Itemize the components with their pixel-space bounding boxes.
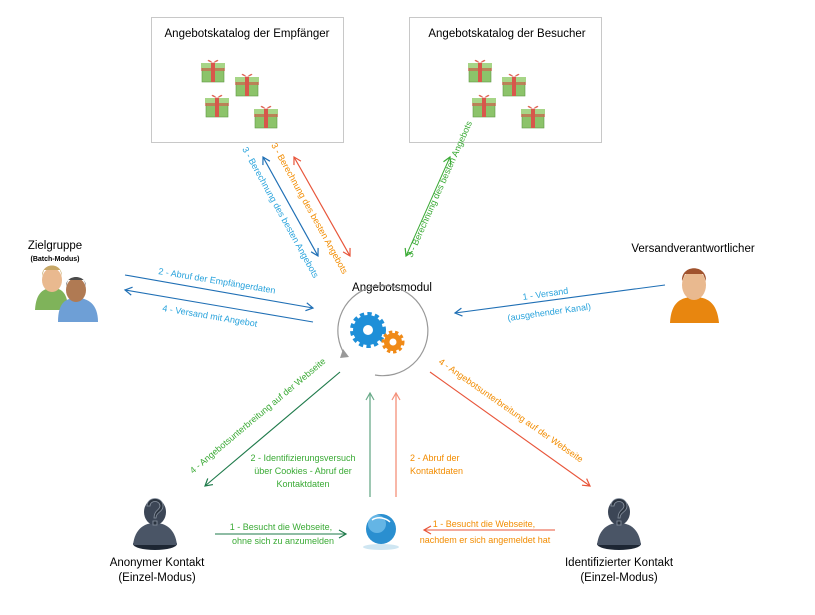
- gift-icon: [467, 59, 493, 83]
- catalog-box-visitors: Angebotskatalog der Besucher: [409, 17, 602, 143]
- arrow-offer-anonymous: [204, 371, 341, 487]
- label-dispatch: 1 - Versand: [522, 286, 569, 302]
- label-fetch-contact-1: 2 - Abruf der: [410, 453, 460, 463]
- cycle-arrowhead: [340, 349, 349, 358]
- label-identify-2: über Cookies - Abruf der: [254, 466, 352, 476]
- arrow-calc-green: [404, 155, 452, 258]
- actor-subtitle-identified: (Einzel-Modus): [580, 572, 657, 584]
- gift-icon: [253, 105, 279, 129]
- globe-icon: [363, 514, 399, 550]
- gift-icon: [200, 59, 226, 83]
- actor-title-dispatcher: Versandverantwortlicher: [631, 243, 755, 255]
- label-send-offer: 4 - Versand mit Angebot: [162, 303, 259, 329]
- catalog-title-visitors: Angebotskatalog der Besucher: [428, 28, 585, 40]
- actor-title-anonymous: Anonymer Kontakt: [110, 557, 205, 569]
- actor-title-target-group: Zielgruppe: [28, 240, 82, 252]
- label-visit-ident-1: 1 - Besucht die Webseite,: [433, 519, 535, 529]
- actor-subtitle-target-group: (Batch-Modus): [31, 256, 80, 263]
- gift-icon: [520, 105, 546, 129]
- arrow-dispatch: [453, 284, 666, 317]
- label-fetch-contact-2: Kontaktdaten: [410, 466, 463, 476]
- catalog-title-recipients: Angebotskatalog der Empfänger: [165, 28, 330, 40]
- person-icon: [670, 268, 719, 323]
- actor-subtitle-anonymous: (Einzel-Modus): [118, 572, 195, 584]
- identified-contact-icon: [596, 498, 642, 551]
- gift-icon: [471, 94, 497, 118]
- arrow-offer-identified: [429, 371, 591, 487]
- gift-icon: [501, 73, 527, 97]
- arrow-send-offer: [123, 286, 314, 323]
- arrow-fetch-recipients: [124, 274, 315, 312]
- label-identify-1: 2 - Identifizierungsversuch: [250, 453, 355, 463]
- catalog-box-recipients: Angebotskatalog der Empfänger: [151, 17, 344, 143]
- label-visit-anon-1: 1 - Besucht die Webseite,: [230, 522, 332, 532]
- gift-icon: [234, 73, 260, 97]
- label-identify-3: Kontaktdaten: [276, 479, 329, 489]
- group-people-icon: [35, 265, 98, 322]
- label-visit-anon-2: ohne sich zu anzumelden: [232, 536, 334, 546]
- gift-icon: [204, 94, 230, 118]
- arrow-calc-red: [293, 155, 351, 258]
- label-offer-identified: 4 - Angebotsunterbreitung auf der Websei…: [437, 356, 585, 464]
- anonymous-contact-icon: [132, 498, 178, 551]
- gears-icon: [350, 312, 405, 354]
- actor-title-identified: Identifizierter Kontakt: [565, 557, 674, 569]
- cycle-circle: [337, 285, 429, 377]
- module-title: Angebotsmodul: [352, 282, 432, 294]
- label-visit-ident-2: nachdem er sich angemeldet hat: [420, 535, 551, 545]
